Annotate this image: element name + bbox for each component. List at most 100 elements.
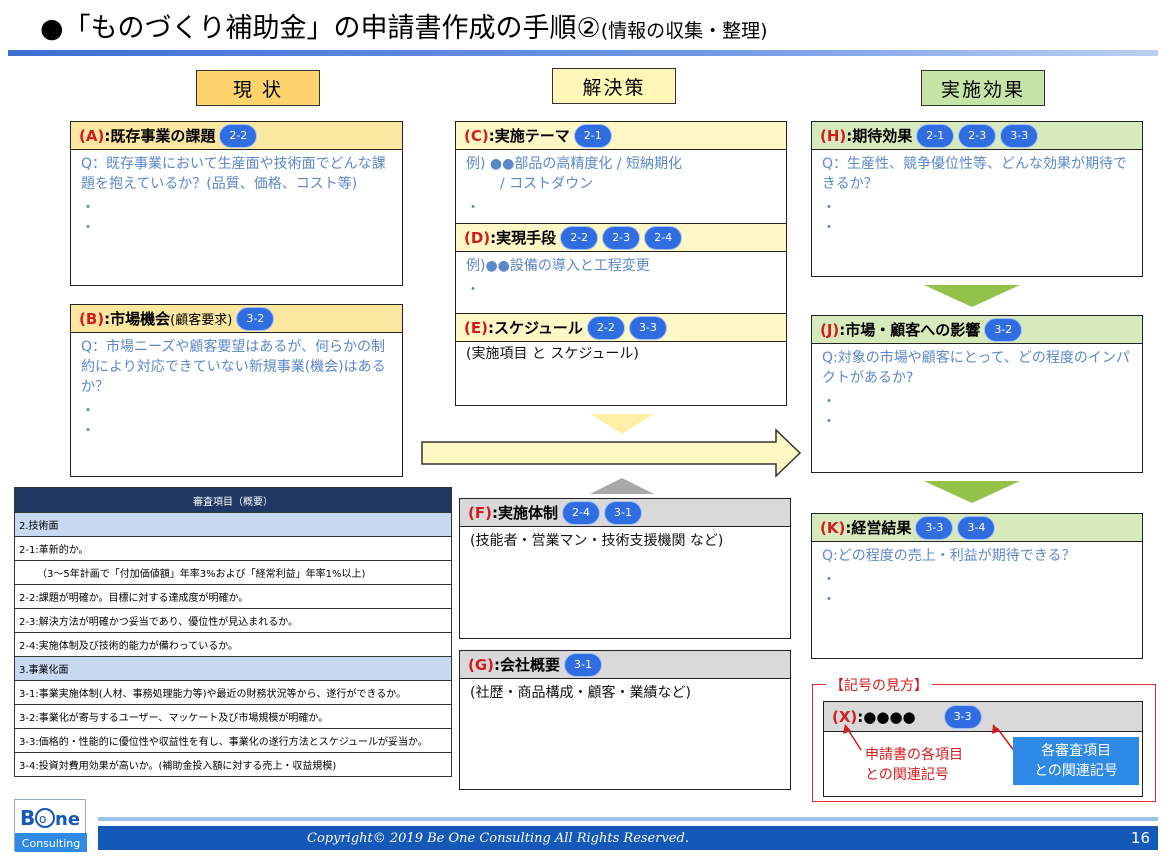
box-b-sublabel: (顧客要求)	[170, 313, 233, 328]
box-c-header: (C):実施テーマ 2-1	[456, 122, 786, 150]
criteria-badge: 3-3	[943, 704, 982, 729]
criteria-item: 3-3:価格的・性能的に優位性や収益性を有し、事業化の遂行方法とスケジュールが妥…	[14, 728, 452, 753]
criteria-badge: 2-2	[219, 123, 258, 148]
down-arrow-green	[924, 481, 1020, 503]
legend-pointer-arrows	[843, 724, 1016, 753]
box-g-letter: (G)	[468, 655, 495, 674]
legend-note-left-line1: 申請書の各項目	[865, 747, 963, 763]
criteria-section: 2.技術面	[14, 512, 452, 537]
box-h-header: (H):期待効果 2-1 2-3 3-3	[812, 122, 1142, 150]
bullet: ・	[81, 200, 95, 216]
box-d-header: (D):実現手段 2-2 2-3 2-4	[456, 224, 786, 252]
box-k-label: :経営結果	[845, 519, 912, 537]
box-f-organization: (F):実施体制 2-4 3-1 (技能者・営業マン・技術支援機関 など)	[459, 498, 791, 639]
criteria-badge: 3-4	[957, 515, 996, 540]
box-j-label: :市場・顧客への影響	[839, 321, 981, 339]
bullet: ・	[822, 394, 836, 410]
down-arrow-green	[924, 285, 1020, 307]
box-d-body: 例)●●設備の導入と工程変更 ・	[456, 252, 786, 314]
title-main: ●「ものづくり補助金」の申請書作成の手順②	[40, 13, 601, 44]
criteria-section: 3.事業化面	[14, 656, 452, 681]
box-g-company-overview: (G):会社概要 3-1 (社歴・商品構成・顧客・業績など)	[459, 650, 791, 790]
box-h-letter: (H)	[820, 126, 847, 145]
criteria-badge: 2-4	[644, 225, 683, 250]
criteria-badge: 2-2	[560, 225, 599, 250]
box-j-letter: (J)	[820, 320, 840, 339]
box-a-label: :既存事業の課題	[104, 127, 216, 145]
criteria-item: 2-3:解決方法が明確かつ妥当であり、優位性が見込まれるか。	[14, 608, 452, 633]
box-k-question: Q:どの程度の売上・利益が期待できる？	[822, 548, 1076, 564]
criteria-badge: 3-2	[984, 317, 1023, 342]
box-a-existing-issues: (A):既存事業の課題 2-2 Q：既存事業において生産面や技術面でどんな課題を…	[70, 121, 403, 286]
box-h-question: Q：生産性、競争優位性等、どんな効果が期待できるか？	[822, 156, 1128, 192]
legend-note-left: 申請書の各項目 との関連記号	[865, 745, 963, 785]
criteria-badge: 3-1	[564, 652, 603, 677]
box-a-question: Q：既存事業において生産面や技術面でどんな課題を抱えているか？(品質、価格、コス…	[81, 156, 386, 192]
svg-text:B: B	[20, 806, 35, 830]
up-arrow-gray	[590, 478, 654, 494]
legend-note-right: 各審査項目 との関連記号	[1013, 737, 1139, 785]
company-logo: B o ne Consulting	[14, 799, 87, 852]
criteria-badge: 2-4	[561, 500, 600, 525]
legend-sample-label: :●●●●	[857, 707, 916, 726]
box-e-header: (E):スケジュール 2-2 3-3	[456, 314, 786, 342]
svg-text:Consulting: Consulting	[22, 837, 80, 850]
legend-note-right-line2: との関連記号	[1034, 763, 1118, 779]
down-arrow-yellow	[590, 414, 654, 434]
criteria-badge: 2-3	[602, 225, 641, 250]
bullet: ・	[822, 220, 836, 236]
criteria-badge: 3-2	[236, 306, 275, 331]
box-b-header: (B):市場機会(顧客要求) 3-2	[71, 305, 402, 333]
legend-box	[812, 684, 1156, 802]
box-j-header: (J):市場・顧客への影響 3-2	[812, 316, 1142, 344]
criteria-item: 2-1:革新的か。	[14, 536, 452, 561]
svg-text:o: o	[39, 812, 46, 826]
criteria-badge: 3-3	[915, 515, 954, 540]
box-c-body: 例) ●●部品の高精度化 / 短納期化 / コストダウン ・	[456, 150, 786, 224]
box-k-header: (K):経営結果 3-3 3-4	[812, 514, 1142, 542]
box-f-header: (F):実施体制 2-4 3-1	[460, 499, 790, 527]
box-f-letter: (F)	[468, 503, 492, 522]
criteria-badge: 2-1	[916, 123, 955, 148]
criteria-badge: 3-1	[603, 500, 642, 525]
logo-mark: B o ne Consulting	[15, 806, 87, 852]
bullet: ・	[81, 403, 95, 419]
bullet: ・	[81, 423, 95, 439]
box-j-market-impact: (J):市場・顧客への影響 3-2 Q:対象の市場や顧客にとって、どの程度のイン…	[811, 315, 1143, 473]
column-header-effect: 実施効果	[921, 70, 1045, 106]
box-k-letter: (K)	[820, 518, 846, 537]
criteria-item: （3～5年計画で「付加価値額」年率3%および「経常利益」年率1%以上)	[14, 560, 452, 585]
criteria-badge: 3-3	[1000, 123, 1039, 148]
legend-note-left-line2: との関連記号	[865, 767, 949, 783]
bullet: ・	[822, 414, 836, 430]
box-d-label: :実現手段	[490, 229, 557, 247]
box-g-label: :会社概要	[494, 656, 561, 674]
criteria-item: 2-4:実施体制及び技術的能力が備わっているか。	[14, 632, 452, 657]
bullet: ・	[822, 200, 836, 216]
legend-sample-header: (X):●●●● 3-3	[824, 702, 1142, 732]
box-b-label: :市場機会	[104, 310, 171, 328]
box-f-label: :実施体制	[491, 504, 558, 522]
right-arrow-big	[421, 428, 802, 478]
box-f-note: (技能者・営業マン・技術支援機関 など)	[470, 533, 724, 549]
legend-title: 【記号の見方】	[826, 675, 932, 695]
box-h-label: :期待効果	[846, 127, 913, 145]
solution-group: (C):実施テーマ 2-1 例) ●●部品の高精度化 / 短納期化 / コストダ…	[455, 121, 787, 406]
box-b-letter: (B)	[79, 309, 105, 328]
box-g-header: (G):会社概要 3-1	[460, 651, 790, 679]
box-a-header: (A):既存事業の課題 2-2	[71, 122, 402, 150]
bullet: ・	[81, 220, 95, 236]
criteria-badge: 3-3	[628, 315, 667, 340]
box-d-example: 例)●●設備の導入と工程変更	[466, 258, 650, 274]
box-g-note: (社歴・商品構成・顧客・業績など)	[470, 685, 691, 701]
box-c-label: :実施テーマ	[488, 127, 570, 145]
copyright-text: Copyright© 2019 Be One Consulting All Ri…	[307, 830, 689, 846]
title-rule	[8, 50, 1158, 56]
title-sub: (情報の収集・整理)	[600, 20, 768, 42]
criteria-table-header: 審査項目（概要）	[14, 487, 452, 513]
criteria-item: 2-2:課題が明確か。目標に対する達成度が明確か。	[14, 584, 452, 609]
box-k-business-result: (K):経営結果 3-3 3-4 Q:どの程度の売上・利益が期待できる？ ・ ・	[811, 513, 1143, 659]
svg-text:ne: ne	[55, 809, 80, 830]
